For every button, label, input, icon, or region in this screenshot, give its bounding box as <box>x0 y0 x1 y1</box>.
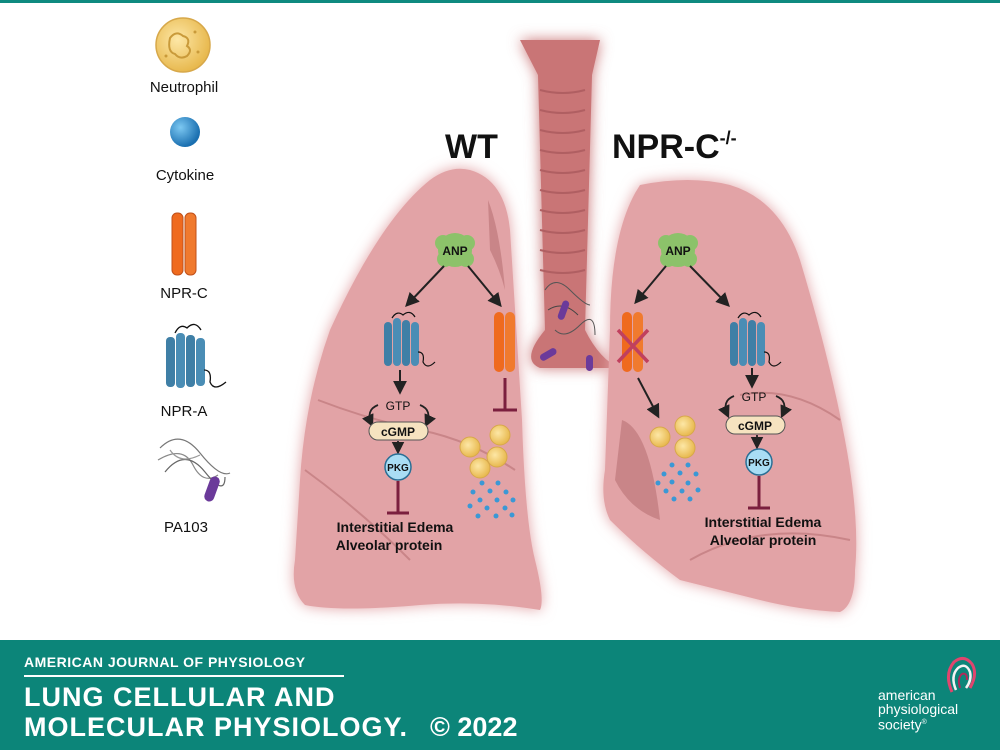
top-rule <box>0 0 1000 3</box>
ko-cgmp-label: cGMP <box>738 419 772 433</box>
ko-cgmp-box <box>725 415 786 435</box>
wt-anp-label: ANP <box>442 244 467 258</box>
ko-pkg-circle <box>745 448 773 476</box>
wt-gtp-label: GTP <box>386 399 411 413</box>
wt-pkg-inhibition <box>387 481 409 515</box>
npr-c-knockout-title-sup: -/- <box>720 128 737 148</box>
ko-edema-label: Interstitial Edema <box>705 514 822 530</box>
journal-name: AMERICAN JOURNAL OF PHYSIOLOGY <box>24 654 306 670</box>
journal-section-line1: LUNG CELLULAR AND <box>24 682 336 712</box>
ko-nprc-cross <box>616 328 650 364</box>
trachea <box>520 40 620 368</box>
registered-mark: ® <box>921 719 927 726</box>
legend-nprc-label: NPR-C <box>160 285 208 302</box>
ko-pkg-label: PKG <box>748 458 770 469</box>
journal-footer: AMERICAN JOURNAL OF PHYSIOLOGY LUNG CELL… <box>0 640 1000 750</box>
ko-anp-label: ANP <box>665 244 690 258</box>
wt-cgmp-box <box>368 421 429 441</box>
npr-c-knockout-title: NPR-C-/- <box>612 128 737 166</box>
trachea-bacteria <box>539 282 596 371</box>
ko-gtp-label: GTP <box>742 390 767 404</box>
ko-anp-molecule <box>658 233 698 267</box>
legend-cytokine-label: Cytokine <box>156 167 214 184</box>
society-name-line1: american <box>878 687 936 703</box>
wt-neutrophils <box>459 424 511 479</box>
wt-title: WT <box>445 128 498 166</box>
ko-pkg-inhibition <box>748 476 770 510</box>
wt-nprc-inhibition <box>493 378 517 412</box>
legend-cytokine-icon <box>170 117 200 147</box>
legend-neutrophil-icon <box>155 17 211 73</box>
society-name-line3: society® <box>878 716 993 732</box>
wt-npra-receptor <box>384 311 436 367</box>
wt-nprc-receptor <box>494 312 515 372</box>
legend-neutrophil-label: Neutrophil <box>150 79 218 96</box>
society-name: american physiological society® <box>878 688 993 732</box>
wt-pkg-label: PKG <box>387 463 409 474</box>
society-logo-icon <box>947 657 977 693</box>
ko-protein-label: Alveolar protein <box>710 532 817 548</box>
wt-pkg-circle <box>384 453 412 481</box>
society-name-line2: physiological <box>878 701 959 717</box>
society-name-line3-text: society <box>878 716 922 733</box>
legend-nprc-icon <box>171 212 197 276</box>
npr-c-knockout-title-main: NPR-C <box>612 128 720 166</box>
ko-neutrophils <box>649 415 696 459</box>
journal-section-line2: MOLECULAR PHYSIOLOGY. <box>24 712 409 742</box>
wt-protein-label: Alveolar protein <box>336 537 443 553</box>
legend-npra-label: NPR-A <box>161 403 208 420</box>
wt-anp-molecule <box>435 233 475 267</box>
ko-npra-receptor <box>730 311 782 367</box>
wt-cgmp-label: cGMP <box>381 425 415 439</box>
legend-pa103-icon <box>157 438 231 502</box>
lung-diagram: Neutrophil Cytokine NPR-C NPR-A PA103 <box>150 17 857 612</box>
legend-npra-icon <box>166 323 227 388</box>
wt-cytokines <box>467 480 516 519</box>
wt-edema-label: Interstitial Edema <box>337 519 454 535</box>
ko-cytokines <box>655 462 701 502</box>
copyright: © 2022 <box>430 712 518 742</box>
footer-divider <box>24 675 344 677</box>
right-lung <box>603 180 857 612</box>
legend-pa103-label: PA103 <box>164 519 208 536</box>
